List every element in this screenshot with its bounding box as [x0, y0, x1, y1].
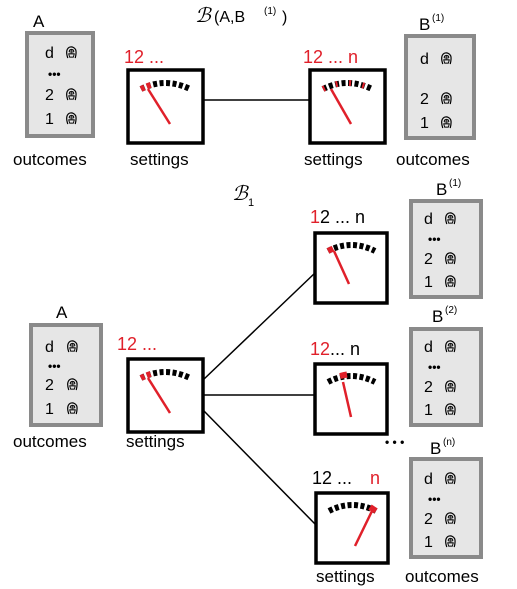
bottom-title-sub: 1: [248, 197, 254, 209]
branch-1-party-sup: (1): [449, 178, 461, 189]
top-a-meter: [126, 68, 205, 145]
branch-1-meter-scale-red: [326, 245, 335, 254]
bottom-a-settings-label: settings: [126, 432, 185, 451]
branch-1-settings-prefix: 1: [310, 207, 320, 227]
branch-1-settings-rest: 2 ... n: [320, 207, 365, 227]
top-a-outcome-2: 2: [45, 87, 54, 104]
bottom-a-meter: [126, 357, 205, 434]
branch-n-settings-rest: n: [370, 468, 380, 488]
branch-n-outcomes-label: outcomes: [405, 567, 479, 586]
branch-1-outcome-d: d: [424, 211, 433, 228]
branch-n-meter-scale-red: [368, 504, 378, 514]
top-a-outcome-d: d: [45, 45, 54, 62]
bottom-a-meter-scale-red: [139, 370, 153, 381]
top-a-meter-scale-red: [139, 81, 153, 92]
top-a-meter-needle: [146, 88, 172, 125]
branch-1-outcome-1: 1: [424, 274, 433, 291]
branch-2-settings-rest: ... n: [330, 339, 360, 359]
branch-1-meter-needle: [332, 250, 351, 285]
top-a-outcome-1: 1: [45, 111, 54, 128]
branch-2-outcome-d: d: [424, 339, 433, 356]
bottom-a-meter-scale: [139, 369, 192, 381]
branch-n-meter-needle: [353, 510, 374, 547]
branch-1-outcome-2: 2: [424, 251, 433, 268]
bottom-a-outcome-dots: •••: [48, 359, 61, 373]
branch-wire-3: [202, 409, 317, 526]
branch-n-outcome-d: d: [424, 471, 433, 488]
bottom-title-script: ℬ: [232, 183, 249, 205]
branch-n-outcome-2: 2: [424, 511, 433, 528]
top-b-settings-label: settings: [304, 150, 363, 169]
top-title-close: ): [282, 9, 287, 26]
branch-2-outcome-1: 1: [424, 402, 433, 419]
top-a-settings-value: 12 ...: [124, 47, 164, 67]
branch-2-party-sup: (2): [445, 305, 457, 316]
branch-2-outcome-2: 2: [424, 379, 433, 396]
branch-n-outcome-1: 1: [424, 534, 433, 551]
bottom-a-outcomes-box: [29, 323, 103, 427]
bottom-a-outcome-2: 2: [45, 377, 54, 394]
top-title-script: ℬ: [195, 5, 212, 27]
branch-n-meter: [314, 491, 390, 565]
branch-wire-1: [202, 271, 317, 381]
branch-1-meter: [313, 231, 389, 305]
branch-n-outcome-dots: •••: [428, 492, 441, 506]
branch-1-party-label: B: [436, 180, 447, 199]
branch-ellipsis: • • •: [385, 435, 404, 449]
top-a-meter-scale: [139, 80, 192, 92]
bottom-a-meter-needle: [146, 377, 172, 414]
top-party-b-label: B: [419, 15, 430, 34]
top-b-outcome-2: 2: [420, 91, 429, 108]
top-title-sup: (1): [264, 6, 276, 17]
top-b-outcomes-box: [404, 34, 476, 140]
branch-2-settings-prefix: 12: [310, 339, 330, 359]
branch-n-party-sup: (n): [443, 437, 455, 448]
branch-2-party-label: B: [432, 307, 443, 326]
top-b-meter-scale: [321, 80, 374, 92]
bottom-a-settings-value: 12 ...: [117, 334, 157, 354]
bottom-a-outcome-1: 1: [45, 401, 54, 418]
branch-n-settings-label: settings: [316, 567, 375, 586]
top-b-meter-needle: [329, 88, 353, 125]
bottom-party-a-label: A: [56, 303, 68, 322]
top-b-meter: [308, 68, 387, 145]
bottom-a-outcome-d: d: [45, 339, 54, 356]
top-title-rest: (A,B: [214, 9, 245, 26]
top-b-outcome-d: d: [420, 51, 429, 68]
top-a-outcomes-label: outcomes: [13, 150, 87, 169]
branch-2-meter-needle: [341, 381, 353, 418]
branch-n-party-label: B: [430, 439, 441, 458]
branch-2-meter: [313, 362, 389, 436]
top-a-settings-label: settings: [130, 150, 189, 169]
branch-1-outcome-dots: •••: [428, 232, 441, 246]
top-b-settings-value: 12 ... n: [303, 47, 358, 67]
bottom-a-outcomes-label: outcomes: [13, 432, 87, 451]
branch-n-settings-prefix: 12 ...: [312, 468, 352, 488]
top-party-a-label: A: [33, 12, 45, 31]
branch-2-meter-scale-red: [339, 371, 348, 379]
top-a-outcome-dots: •••: [48, 67, 61, 81]
branch-2-outcome-dots: •••: [428, 360, 441, 374]
top-party-b-sup: (1): [432, 13, 444, 24]
top-b-outcome-1: 1: [420, 115, 429, 132]
top-b-outcomes-label: outcomes: [396, 150, 470, 169]
top-a-outcomes-box: [25, 31, 95, 138]
